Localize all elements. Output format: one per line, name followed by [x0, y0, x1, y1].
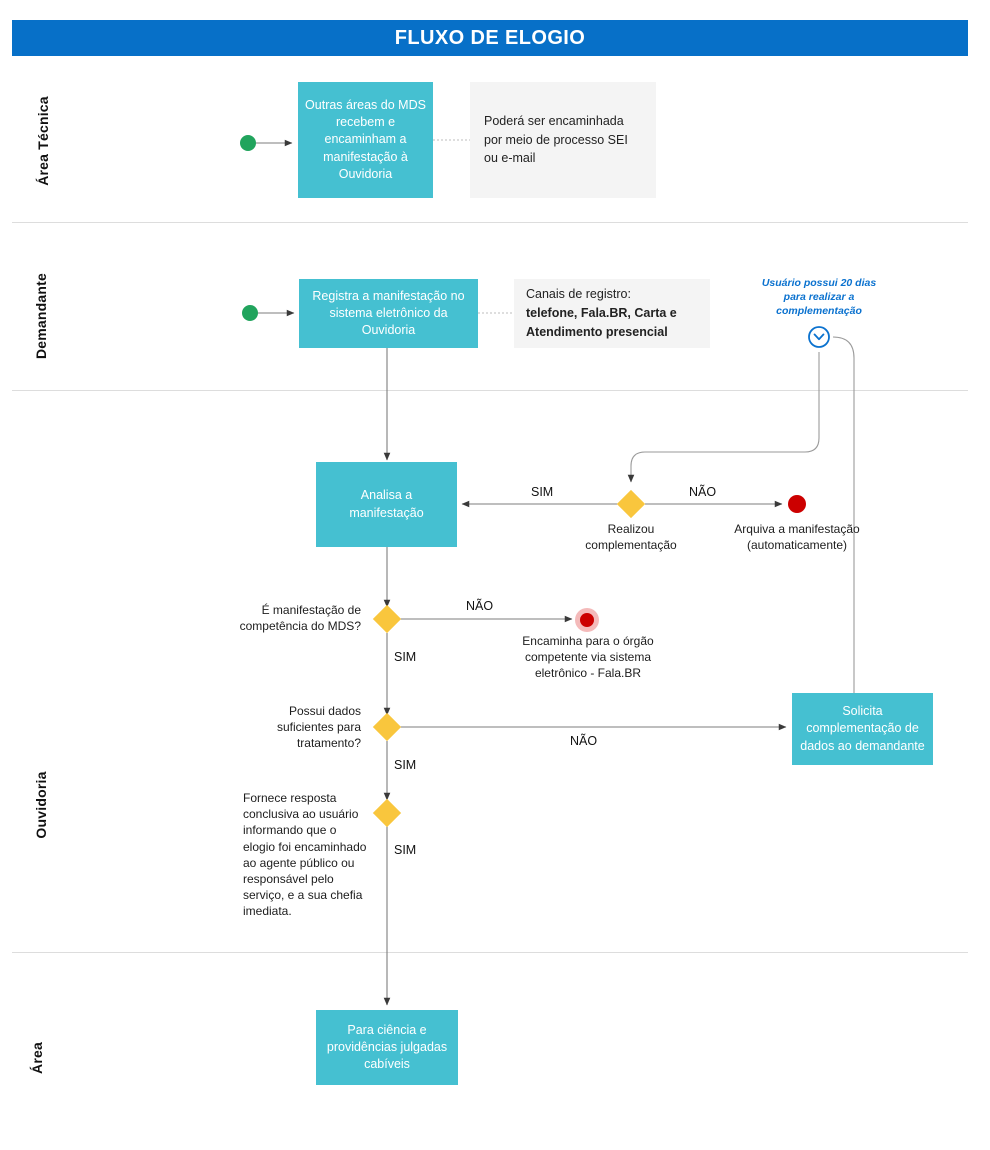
edge-label-nao-dados: NÃO [570, 734, 598, 748]
decision-label-fornece-resposta: Fornece resposta conclusiva ao usuário i… [243, 791, 367, 919]
process-analisa-manifestacao[interactable]: Analisa a manifestação [316, 462, 457, 547]
end-label-arquiva: Arquiva a manifestação (automaticamente) [734, 522, 860, 553]
edge-clock-to-decisao-complementacao [627, 352, 820, 483]
end-label-encaminha-orgao: Encaminha para o órgão competente via si… [522, 634, 654, 681]
note-canais-body: telefone, Fala.BR, Carta e Atendimento p… [526, 306, 677, 339]
edge-solicita-to-clock [832, 336, 855, 693]
process-para-ciencia[interactable]: Para ciência e providências julgadas cab… [316, 1010, 458, 1085]
process-solicita-complementacao[interactable]: Solicita complementação de dados ao dema… [792, 693, 933, 765]
end-node-encaminha-orgao[interactable] [580, 613, 594, 627]
edge-label-nao-competencia: NÃO [466, 599, 494, 613]
edge-label-nao-complementacao: NÃO [689, 485, 717, 499]
decision-label-dados-suficientes: Possui dados suficientes para tratamento… [276, 704, 361, 751]
page-title: FLUXO DE ELOGIO [394, 26, 586, 49]
lane-divider-1 [12, 222, 968, 223]
decision-label-realizou-complementacao: Realizou complementação [585, 522, 677, 553]
note-sei-email: Poderá ser encaminhada por meio de proce… [470, 82, 656, 198]
edge-label-sim-dados: SIM [394, 758, 417, 772]
note-canais-title: Canais de registro: [526, 287, 631, 302]
lane-divider-2 [12, 390, 968, 391]
process-registra-manifestacao[interactable]: Registra a manifestação no sistema eletr… [299, 279, 478, 348]
edge-label-sim-complementacao: SIM [531, 485, 554, 499]
decision-label-competencia-mds: É manifestação de competência do MDS? [239, 603, 361, 634]
edge-label-sim-competencia: SIM [394, 650, 417, 664]
edge-label-sim-resposta: SIM [394, 843, 417, 857]
end-node-arquiva[interactable] [788, 495, 806, 513]
lane-divider-3 [12, 952, 968, 953]
page-title-bar: FLUXO DE ELOGIO [12, 20, 968, 56]
annotation-prazo-complementacao: Usuário possui 20 dias para realizar a c… [761, 277, 877, 318]
process-outras-areas[interactable]: Outras áreas do MDS recebem e encaminham… [298, 82, 433, 198]
note-canais-registro: Canais de registro: telefone, Fala.BR, C… [514, 279, 710, 348]
start-node-area-tecnica[interactable] [240, 135, 256, 151]
start-node-demandante[interactable] [242, 305, 258, 321]
clock-icon [807, 325, 831, 349]
